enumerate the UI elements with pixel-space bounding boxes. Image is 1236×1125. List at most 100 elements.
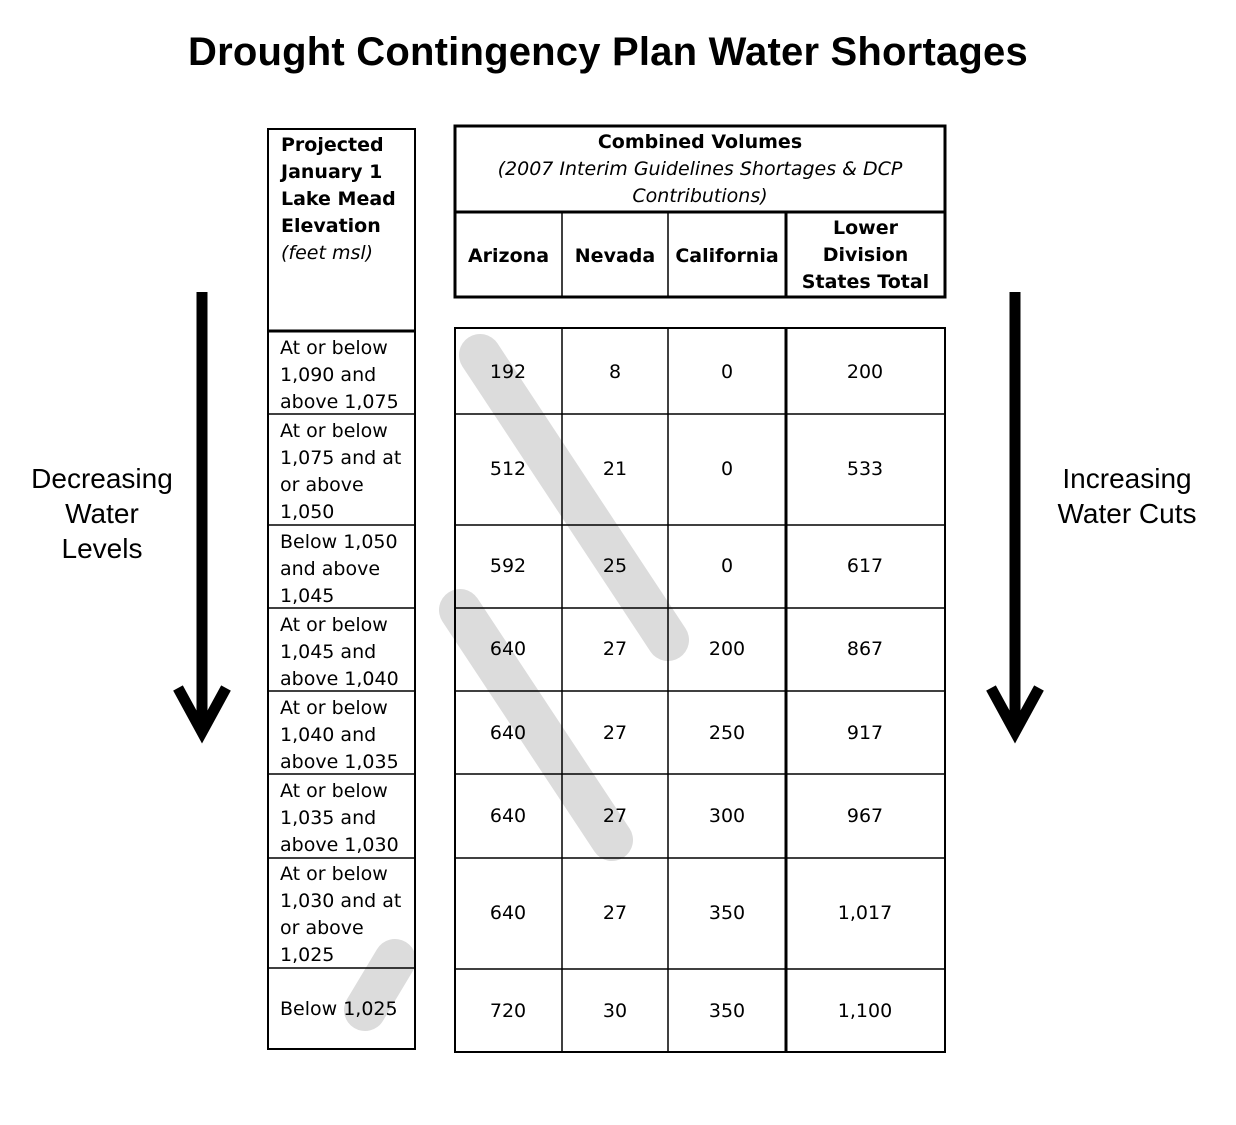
column-header-line: Arizona (467, 245, 550, 267)
value-cell-arizona: 592 (489, 555, 527, 577)
elevation-cell: At or below 1,045 and above 1,040 (268, 608, 415, 693)
value-cell-nevada: 27 (602, 902, 628, 924)
elevation-line: 1,040 and (280, 724, 377, 746)
value-cell-nevada: 27 (602, 722, 628, 744)
value-cell-total: 917 (846, 722, 884, 744)
elevation-line: At or below (280, 780, 388, 802)
down-arrow-icon (986, 292, 1044, 744)
value-cell-total: 533 (846, 458, 884, 480)
combined-volumes-subtitle: Contributions) (632, 185, 768, 207)
increasing-water-cuts-label: Increasing Water Cuts (1043, 461, 1211, 531)
value-cell-total: 1,100 (837, 1000, 893, 1022)
elevation-header-line: January 1 (281, 161, 383, 183)
value-cell-california: 0 (720, 458, 734, 480)
elevation-header-unit: (feet msl) (281, 242, 374, 264)
side-label-line: Water Cuts (1057, 498, 1197, 529)
elevation-header-line: Projected (281, 134, 384, 156)
column-header-line: Division (822, 244, 909, 266)
value-cell-california: 300 (708, 805, 746, 827)
value-cell-arizona: 720 (489, 1000, 527, 1022)
column-header-arizona: Arizona (455, 243, 562, 270)
elevation-line: At or below (280, 337, 388, 359)
elevation-cell: At or below 1,090 and above 1,075 (268, 331, 415, 416)
column-header-line: California (675, 245, 779, 267)
side-label-line: Water (65, 498, 139, 529)
value-cell-california: 350 (708, 902, 746, 924)
value-cell-arizona: 640 (489, 805, 527, 827)
value-cell-arizona: 640 (489, 722, 527, 744)
value-cell-total: 967 (846, 805, 884, 827)
elevation-line: 1,035 and (280, 807, 377, 829)
elevation-cell: At or below 1,030 and at or above 1,025 (268, 857, 415, 969)
elevation-line: above 1,035 (280, 751, 399, 773)
value-cell-arizona: 512 (489, 458, 527, 480)
elevation-line: 1,050 (280, 501, 335, 523)
elevation-line: 1,045 (280, 585, 335, 607)
elevation-line: 1,045 and (280, 641, 377, 663)
elevation-cell: At or below 1,075 and at or above 1,050 (268, 414, 415, 526)
elevation-header-line: Lake Mead (281, 188, 396, 210)
value-cell-total: 200 (846, 361, 884, 383)
elevation-line: At or below (280, 697, 388, 719)
elevation-line: At or below (280, 420, 388, 442)
combined-volumes-header: Combined Volumes (2007 Interim Guideline… (455, 129, 945, 210)
column-header-line: States Total (801, 271, 930, 293)
page-title: Drought Contingency Plan Water Shortages (188, 30, 1028, 74)
watermark-stripe (439, 589, 633, 861)
value-cell-nevada: 30 (602, 1000, 628, 1022)
elevation-line: and above (280, 558, 381, 580)
value-cell-arizona: 640 (489, 902, 527, 924)
value-cell-california: 250 (708, 722, 746, 744)
elevation-line: above 1,075 (280, 391, 399, 413)
elevation-column-grid (267, 128, 416, 1050)
elevation-cell: At or below 1,035 and above 1,030 (268, 774, 415, 859)
value-cell-total: 1,017 (837, 902, 893, 924)
elevation-header: Projected January 1 Lake Mead Elevation … (281, 132, 411, 267)
elevation-line: Below 1,050 (280, 531, 398, 553)
down-arrow-icon (173, 292, 231, 744)
elevation-line: At or below (280, 614, 388, 636)
volume-header-grid (453, 124, 947, 299)
column-header-nevada: Nevada (562, 243, 668, 270)
elevation-line: 1,075 and at (280, 447, 402, 469)
combined-volumes-title: Combined Volumes (597, 131, 803, 153)
column-header-california: California (668, 243, 786, 270)
elevation-line: or above (280, 917, 364, 939)
value-cell-nevada: 8 (608, 361, 622, 383)
value-cell-nevada: 27 (602, 805, 628, 827)
elevation-cell: At or below 1,040 and above 1,035 (268, 691, 415, 776)
value-cell-arizona: 640 (489, 638, 527, 660)
value-cell-total: 867 (846, 638, 884, 660)
value-cell-california: 350 (708, 1000, 746, 1022)
decreasing-water-levels-label: Decreasing Water Levels (18, 461, 186, 566)
value-cell-nevada: 25 (602, 555, 628, 577)
column-header-line: Lower (833, 217, 898, 239)
elevation-line: 1,030 and at (280, 890, 402, 912)
value-cell-nevada: 27 (602, 638, 628, 660)
value-cell-california: 0 (720, 361, 734, 383)
value-cell-california: 0 (720, 555, 734, 577)
elevation-cell: Below 1,050 and above 1,045 (268, 525, 415, 610)
side-label-line: Decreasing (31, 463, 173, 494)
value-cell-california: 200 (708, 638, 746, 660)
volume-data-grid (454, 327, 946, 1053)
elevation-header-line: Elevation (281, 215, 381, 237)
elevation-line: or above (280, 474, 364, 496)
watermark-stripe (459, 334, 689, 661)
elevation-line: 1,090 and (280, 364, 377, 386)
side-label-line: Levels (61, 533, 143, 564)
value-cell-total: 617 (846, 555, 884, 577)
elevation-line: At or below (280, 863, 388, 885)
column-header-line: Nevada (574, 245, 656, 267)
value-cell-arizona: 192 (489, 361, 527, 383)
elevation-line: above 1,040 (280, 668, 399, 690)
elevation-line: above 1,030 (280, 834, 399, 856)
combined-volumes-subtitle: (2007 Interim Guidelines Shortages & DCP (497, 158, 903, 180)
column-header-total: Lower Division States Total (786, 215, 945, 296)
value-cell-nevada: 21 (602, 458, 628, 480)
side-label-line: Increasing (1062, 463, 1192, 494)
elevation-line: 1,025 (280, 944, 335, 966)
elevation-line: Below 1,025 (280, 998, 398, 1020)
elevation-cell: Below 1,025 (268, 992, 415, 1023)
